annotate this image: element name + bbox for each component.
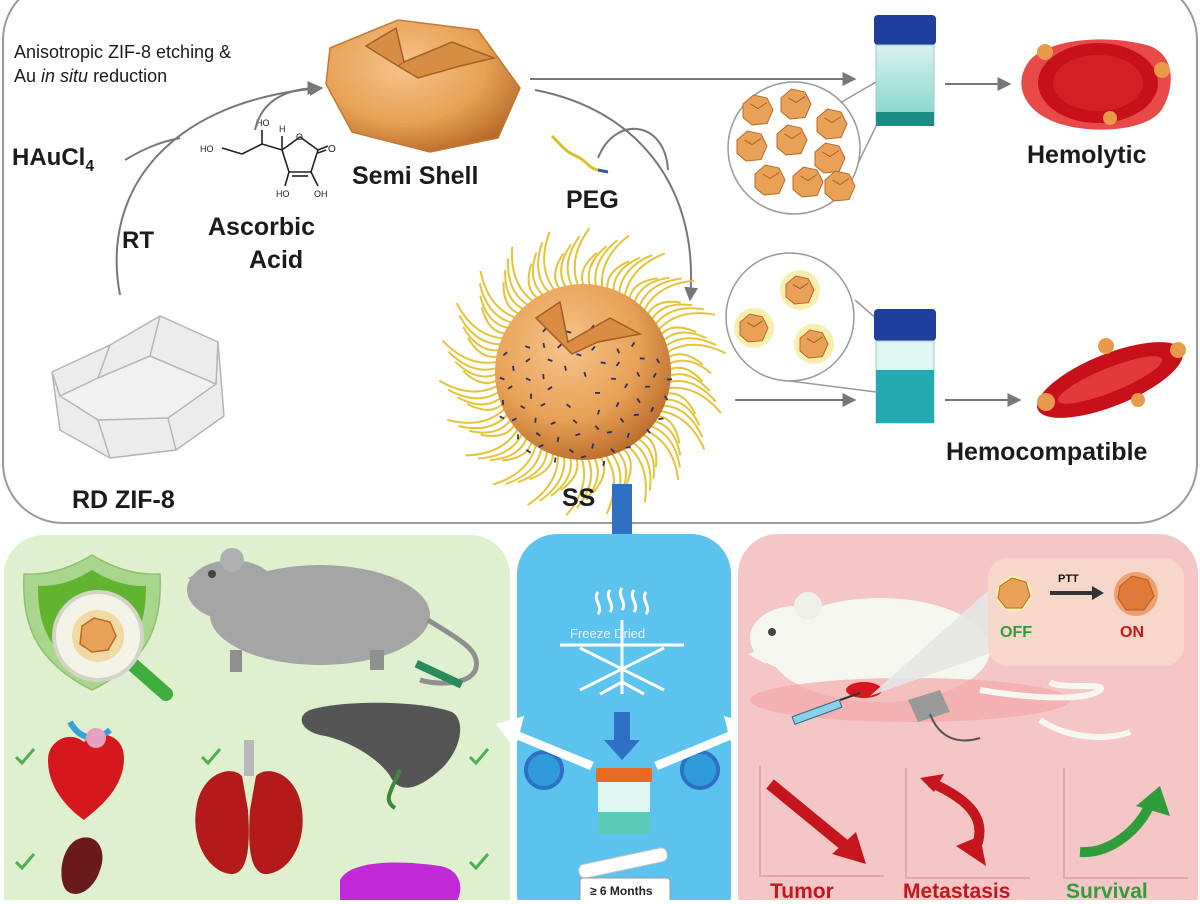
tumor-label: Tumor [770, 880, 834, 903]
hemolytic-label: Hemolytic [1027, 141, 1147, 169]
step-label-line2: Au in situ reduction [14, 66, 168, 86]
peg-icon [550, 134, 599, 172]
kidney-icon [61, 837, 103, 894]
svg-text:H: H [279, 124, 286, 134]
hemocompatible-label: Hemocompatible [946, 438, 1148, 466]
storage-bottle-icon [578, 847, 668, 879]
semi-shell-particle [325, 19, 521, 153]
arrow-haucl4-join [124, 137, 181, 161]
rd-zif8-label: RD ZIF-8 [72, 486, 175, 514]
svg-text:OH: OH [314, 189, 328, 199]
arrow-rt-to-shell [115, 82, 324, 296]
hemocompatible-particles-magnifier [725, 252, 879, 393]
syringe-icon [791, 692, 861, 725]
spleen-icon [340, 862, 461, 900]
off-particle-icon [996, 576, 1032, 612]
rt-label: RT [122, 227, 154, 254]
liver-icon [301, 702, 461, 810]
metastasis-trend-icon [905, 768, 1030, 879]
semi-shell-label: Semi Shell [352, 162, 479, 190]
survival-label: Survival [1066, 880, 1148, 903]
svg-text:O: O [328, 144, 336, 155]
storage-duration-label: ≥ 6 Months [590, 884, 653, 898]
cycle-arrow-icon [524, 750, 720, 790]
hemolytic-particles-magnifier [727, 81, 881, 215]
svg-text:HO: HO [256, 118, 270, 128]
hemocompatible-vial-icon [874, 309, 936, 424]
haucl4-label: HAuCl4 [12, 144, 95, 175]
survival-trend-icon [1063, 768, 1188, 879]
arrow-semishell-to-ss [534, 89, 699, 302]
ptt-inset [988, 558, 1184, 666]
tumor-trend-icon [759, 766, 884, 877]
magnifier-icon [52, 590, 173, 701]
mouse-icon [187, 548, 479, 689]
ruptured-rbc-icon [1021, 39, 1171, 130]
step-label-line1: Anisotropic ZIF-8 etching & [14, 42, 232, 62]
ptt-arrow-icon [1050, 586, 1104, 600]
acid-label: Acid [249, 246, 304, 274]
lung-icon [195, 740, 303, 875]
vial-icon [596, 768, 652, 834]
ascorbic-acid-structure [221, 130, 329, 187]
ptt-label: PTT [1058, 573, 1079, 585]
svg-text:HO: HO [276, 189, 290, 199]
arrow-peg-join [597, 127, 669, 171]
snowflake-icon [560, 620, 684, 696]
vapor-icon [594, 587, 650, 615]
freeze-dried-label: Freeze Dried [570, 626, 646, 641]
laser-icon [870, 580, 1000, 742]
metastasis-label: Metastasis [903, 880, 1011, 903]
svg-text:O: O [296, 132, 303, 142]
arrow-to-therapy [654, 716, 752, 770]
arrow-to-biosafety [496, 716, 594, 770]
ss-label: SS [562, 484, 596, 512]
ss-particle [438, 227, 727, 516]
freeze-down-arrow-icon [604, 712, 640, 760]
on-particle-icon [1114, 572, 1158, 616]
intact-rbc-icon [1037, 338, 1186, 418]
ascorbic-label: Ascorbic [208, 213, 315, 241]
on-label: ON [1120, 624, 1144, 641]
peg-label: PEG [566, 186, 619, 214]
off-label: OFF [1000, 624, 1032, 641]
heart-icon [48, 720, 124, 820]
svg-text:HO: HO [200, 144, 214, 154]
check-icon [14, 748, 490, 871]
hemolytic-vial-icon [874, 15, 936, 126]
rd-zif8-crystal [51, 315, 225, 459]
